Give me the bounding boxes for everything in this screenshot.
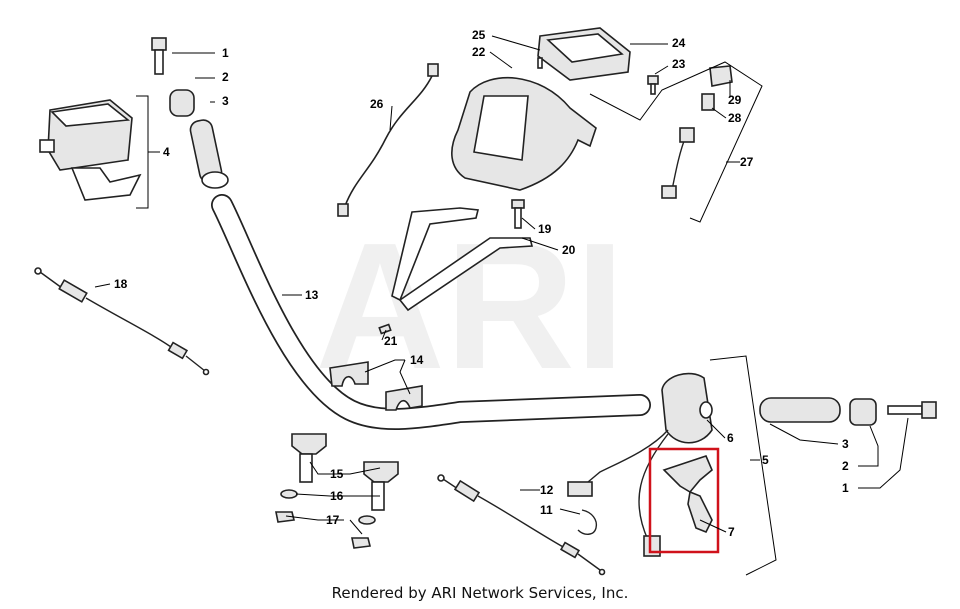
callout-28: 28: [728, 111, 742, 125]
callout-11: 11: [540, 503, 553, 517]
callout-2-right: 2: [842, 459, 849, 473]
handlebar-clamp-lower: [291, 433, 399, 483]
left-end-cap: [169, 89, 195, 117]
cable: [437, 474, 606, 576]
callout-12: 12: [540, 483, 554, 497]
bracket-screw-21: [378, 323, 392, 335]
bracket-screw-19: [511, 199, 525, 229]
gauge-housing: [451, 76, 597, 191]
callout-2-left: 2: [222, 70, 229, 84]
callout-17: 17: [326, 513, 340, 527]
callout-3-right: 3: [842, 437, 849, 451]
throttle-cable: [34, 267, 210, 376]
right-grip: [759, 397, 841, 423]
callout-19: 19: [538, 222, 552, 236]
gauge: [537, 27, 631, 81]
callout-20: 20: [562, 243, 576, 257]
throttle-assembly: [39, 99, 142, 201]
callout-1-left: 1: [222, 46, 229, 60]
washers: [280, 489, 376, 525]
right-bolt: [887, 401, 937, 419]
highlight-box: [648, 447, 720, 554]
callout-23: 23: [672, 57, 686, 71]
callout-15: 15: [330, 467, 344, 481]
callout-22: 22: [472, 45, 486, 59]
gauge-bracket: [391, 207, 534, 312]
cable-tie: [577, 509, 598, 535]
nuts: [275, 511, 371, 549]
key-cap-29: [709, 65, 733, 87]
callout-7: 7: [728, 525, 735, 539]
footer-credit: Rendered by ARI Network Services, Inc.: [331, 584, 629, 602]
callout-16: 16: [330, 489, 344, 503]
callout-13: 13: [305, 288, 319, 302]
callout-labels: 1 2 3 4 6 5 3 2 1 7 11 12 13 14 15 16 17…: [114, 28, 849, 539]
left-bolt: [151, 37, 167, 75]
callout-24: 24: [672, 36, 686, 50]
callout-25: 25: [472, 28, 486, 42]
callout-4: 4: [163, 145, 170, 159]
callout-18: 18: [114, 277, 128, 291]
gauge-screw-25: [537, 57, 543, 69]
handlebar-clamp-upper: [329, 361, 423, 411]
leader-lines: [94, 35, 909, 576]
callout-21: 21: [384, 334, 398, 348]
callout-3-left: 3: [222, 94, 229, 108]
callout-26: 26: [370, 97, 384, 111]
handlebar: [211, 194, 651, 430]
callout-29: 29: [728, 93, 742, 107]
switch-harness: [567, 429, 669, 557]
right-end-cap: [849, 398, 877, 426]
switch-housing: [661, 372, 713, 444]
gauge-screw-23: [647, 75, 659, 95]
callout-6: 6: [727, 431, 734, 445]
left-grip: [189, 119, 229, 189]
callout-5: 5: [762, 453, 769, 467]
key-28: [701, 93, 715, 111]
throttle-lever: [662, 455, 713, 534]
callout-14: 14: [410, 353, 424, 367]
callout-1-right: 1: [842, 481, 849, 495]
callout-27: 27: [740, 155, 754, 169]
speedometer-cable: [337, 63, 439, 217]
key-switch-harness: [661, 127, 695, 199]
